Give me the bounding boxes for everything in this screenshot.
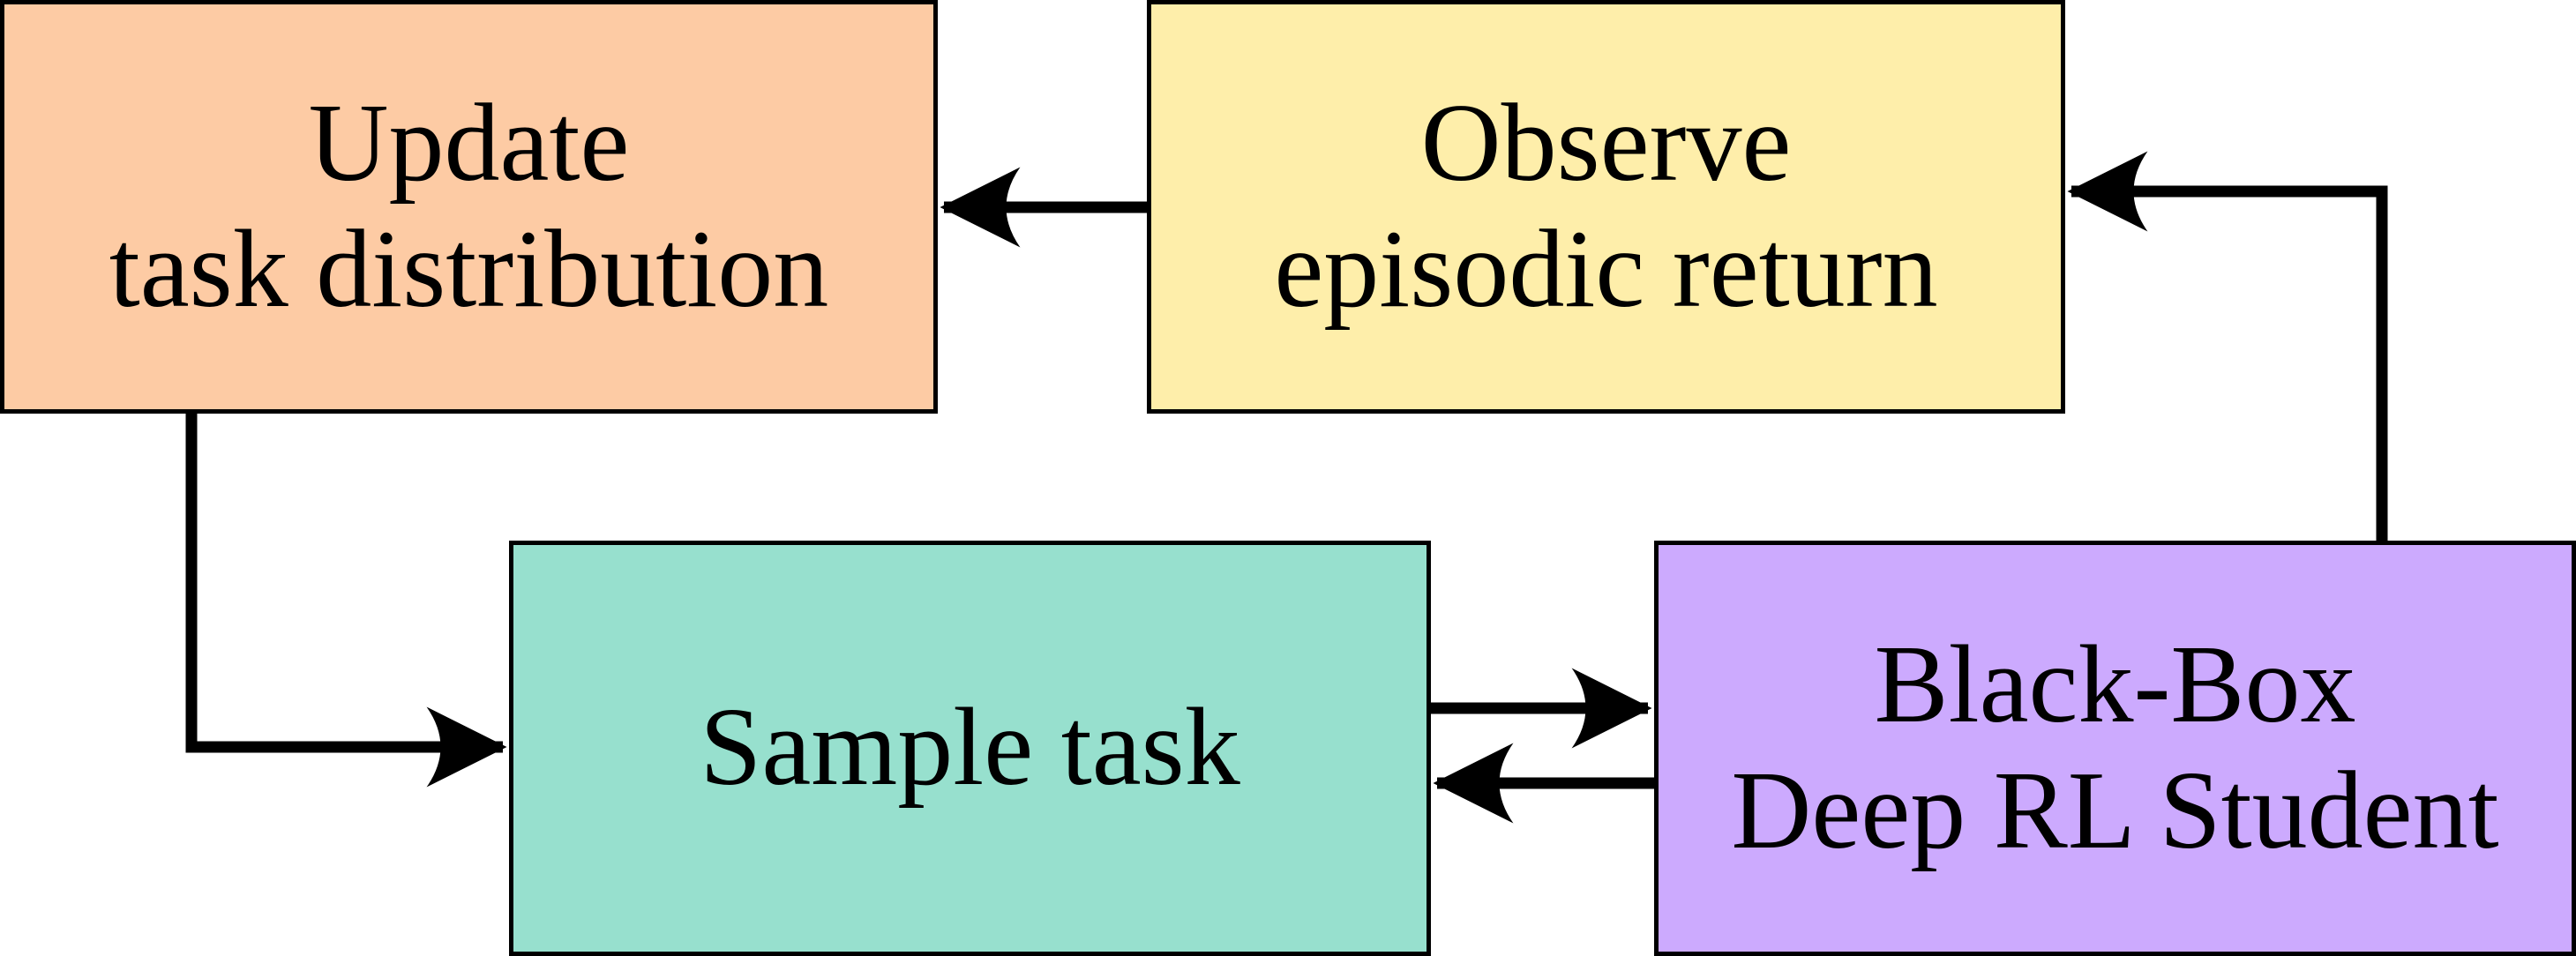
node-label-line: Update (308, 82, 630, 205)
node-label-line: Sample task (700, 686, 1240, 810)
node-black-box-deep-rl-student: Black-Box Deep RL Student (1654, 541, 2576, 956)
edge-student-to-observe (2067, 151, 2388, 541)
node-label-line: Deep RL Student (1731, 749, 2499, 872)
node-label-line: Black-Box (1874, 624, 2356, 747)
node-observe-episodic-return: Observe episodic return (1147, 0, 2065, 414)
node-update-task-distribution: Update task distribution (0, 0, 938, 414)
node-sample-task: Sample task (509, 541, 1431, 956)
node-label-line: Observe (1420, 82, 1792, 205)
node-label-line: task distribution (109, 207, 829, 331)
node-label-line: episodic return (1274, 207, 1938, 331)
edge-update-to-sample (185, 414, 507, 788)
